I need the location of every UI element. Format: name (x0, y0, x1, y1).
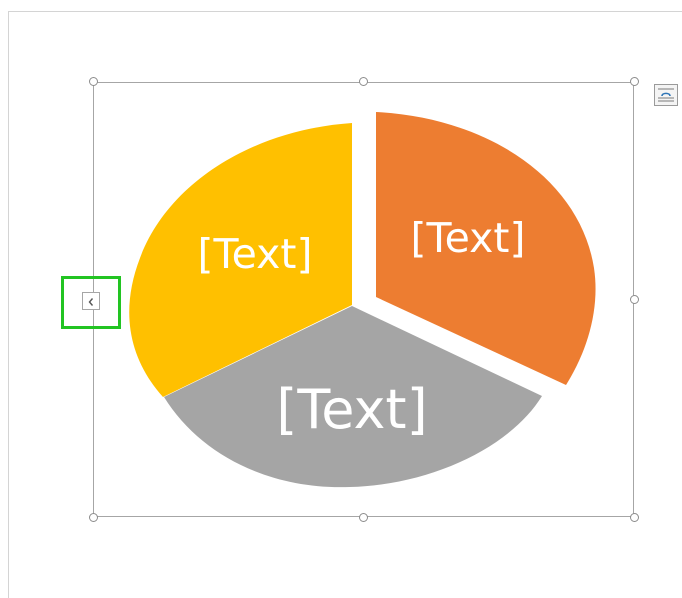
chevron-left-icon (87, 292, 95, 311)
segment-yellow[interactable] (129, 123, 352, 397)
resize-handle-bottom-right[interactable] (630, 513, 639, 522)
resize-handle-right[interactable] (630, 295, 639, 304)
page-edge-top (8, 11, 682, 12)
segment-gray[interactable] (164, 306, 542, 488)
resize-handle-bottom[interactable] (359, 513, 368, 522)
layout-options-icon (655, 88, 677, 109)
text-pane-button[interactable] (82, 292, 100, 310)
layout-options-button[interactable] (654, 84, 678, 106)
resize-handle-top[interactable] (359, 77, 368, 86)
selection-frame (93, 82, 634, 517)
resize-handle-top-left[interactable] (89, 77, 98, 86)
resize-handle-bottom-left[interactable] (89, 513, 98, 522)
text-pane-toggle-highlight (61, 276, 121, 329)
segment-orange-label[interactable]: [Text] (411, 214, 526, 262)
segment-orange[interactable] (376, 112, 596, 385)
segment-yellow-label[interactable]: [Text] (198, 230, 313, 278)
resize-handle-top-right[interactable] (630, 77, 639, 86)
page-edge-left (8, 11, 9, 598)
segment-gray-label[interactable]: [Text] (276, 378, 427, 441)
